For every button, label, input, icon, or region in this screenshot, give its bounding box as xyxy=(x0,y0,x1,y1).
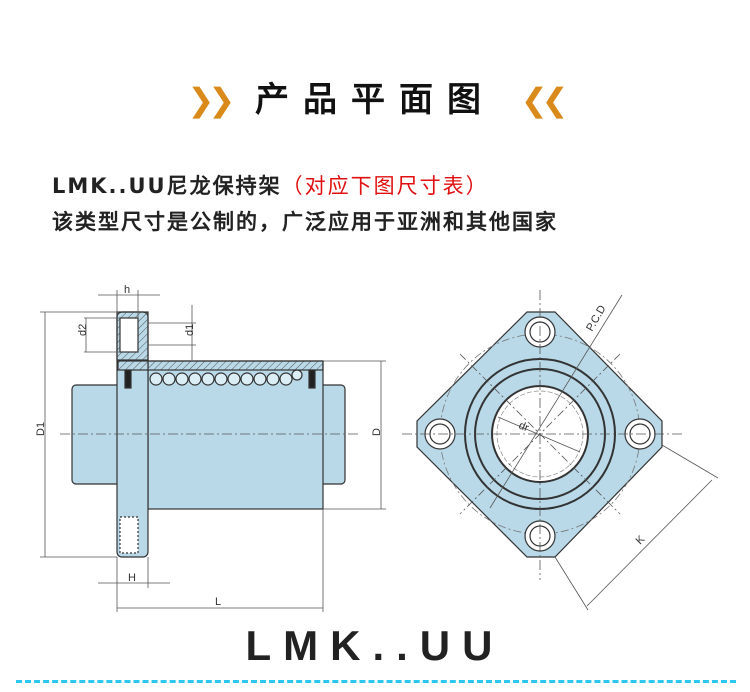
label-H: H xyxy=(128,572,136,584)
housing-body xyxy=(147,360,324,510)
dashed-divider xyxy=(16,680,736,683)
double-chevron-left-icon: ❮❮ xyxy=(520,81,569,119)
label-d2: d2 xyxy=(77,324,89,336)
label-h: h xyxy=(124,284,130,296)
hatched-sleeve xyxy=(117,360,324,371)
section-title: ❯❯ 产品平面图 ❮❮ xyxy=(0,72,750,121)
seal-right xyxy=(308,369,316,389)
size-table-note: （对应下图尺寸表） xyxy=(281,174,489,198)
front-dimensions xyxy=(402,290,719,611)
model-name: LMK..UU xyxy=(245,622,505,669)
ball-row xyxy=(149,369,303,386)
label-L: L xyxy=(215,596,221,608)
side-dimensions xyxy=(40,290,386,612)
label-K: K xyxy=(634,533,648,547)
seal-left xyxy=(124,369,132,389)
counterbore-hole xyxy=(119,317,139,353)
section-title-text: 产品平面图 xyxy=(255,80,495,120)
label-pcd: P.C.D xyxy=(584,303,608,333)
intro-line-2: 该类型尺寸是公制的，广泛应用于亚洲和其他国家 xyxy=(52,210,558,234)
side-view xyxy=(71,311,346,558)
label-D1: D1 xyxy=(35,422,47,436)
left-shaft-stub xyxy=(71,384,123,485)
label-d1: d1 xyxy=(184,324,196,336)
label-dr: dr xyxy=(517,420,531,435)
intro-line-1: LMK..UU尼龙保持架（对应下图尺寸表） xyxy=(52,170,489,200)
hidden-hole xyxy=(119,516,139,554)
label-D: D xyxy=(371,428,383,436)
double-chevron-right-icon: ❯❯ xyxy=(187,81,236,119)
product-type-text: LMK..UU尼龙保持架 xyxy=(52,174,282,198)
